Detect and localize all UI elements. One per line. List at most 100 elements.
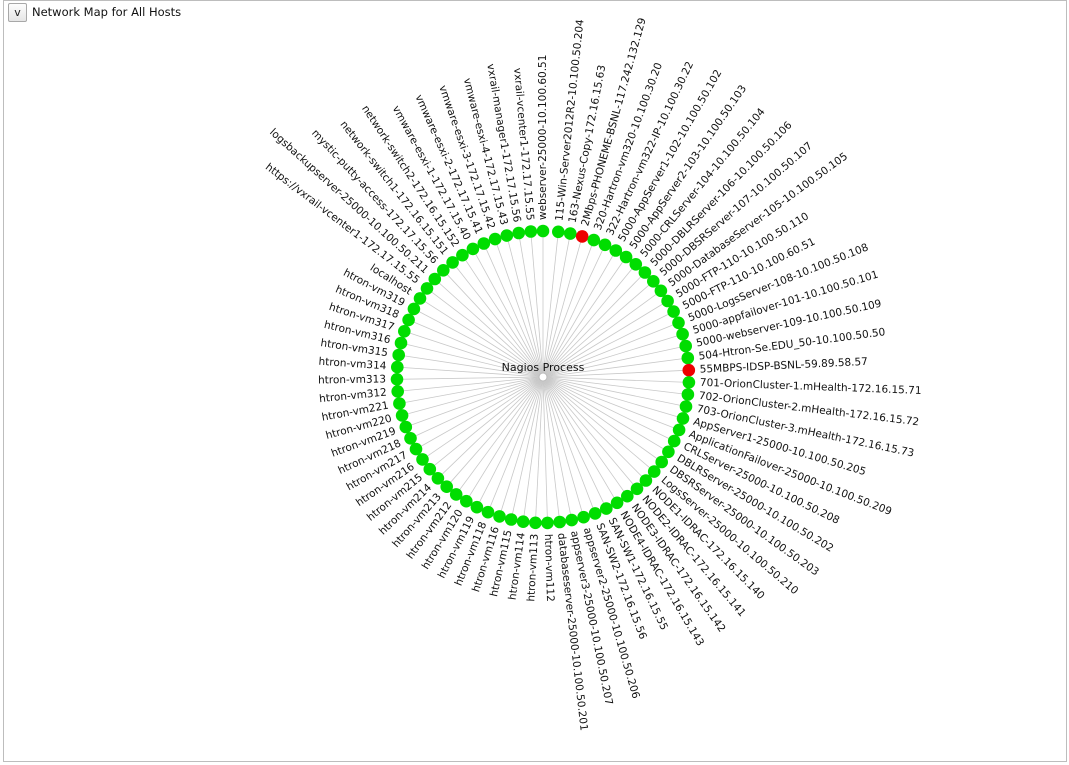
host-node-appserver1-25000-10-100-50-205[interactable] (676, 412, 690, 425)
host-node-htron-vm220[interactable] (395, 409, 409, 422)
host-node-htron-vm218[interactable] (404, 432, 417, 445)
center-node-icon[interactable] (538, 372, 548, 382)
host-node-node2-idrac-172-16-15-141[interactable] (630, 482, 644, 496)
host-node-htron-vm213[interactable] (440, 480, 454, 494)
host-node-node3-idrac-172-16-15-142[interactable] (621, 489, 634, 503)
spoke-line (542, 376, 647, 481)
host-node-5000-ftp-110-10-100-60-51[interactable] (667, 305, 680, 318)
host-node-htron-vm318[interactable] (402, 313, 415, 327)
spoke-line (443, 270, 544, 378)
host-node-5000-appserver1-102-10-100-50-102[interactable] (609, 244, 623, 257)
host-node-databaseserver-25000-10-100-50-201[interactable] (553, 515, 566, 529)
host-node-node1-idrac-172-16-15-140[interactable] (639, 474, 653, 487)
host-node-htron-vm216[interactable] (416, 453, 429, 466)
host-node-htron-vm113[interactable] (529, 516, 542, 530)
host-node-dblrserver-25000-10-100-50-202[interactable] (662, 445, 675, 459)
host-node-htron-vm112[interactable] (541, 516, 554, 530)
host-node-htron-vm319[interactable] (407, 302, 421, 316)
host-node-504-htron-se-edu-50-10-100-50-50[interactable] (681, 351, 695, 365)
host-node-5000-crlserver-104-10-100-50-104[interactable] (629, 258, 643, 271)
host-node-vmware-esxi-2-172-17-15-41[interactable] (477, 237, 491, 250)
host-node-appserver2-25000-10-100-50-206[interactable] (577, 510, 590, 524)
host-node-htron-vm115[interactable] (504, 513, 518, 526)
host-node-node4-idrac-172-16-15-143[interactable] (610, 496, 624, 510)
host-node-htron-vm312[interactable] (391, 385, 405, 398)
host-node-applicationfailover-25000-10-100-50-209[interactable] (672, 423, 686, 437)
host-node-htron-vm212[interactable] (449, 488, 463, 501)
host-node-vmware-esxi-4-172-17-15-43[interactable] (500, 229, 514, 242)
host-node-htron-vm317[interactable] (398, 325, 411, 338)
host-node-5000-dbsrserver-107-10-100-50-107[interactable] (647, 275, 660, 288)
host-node-crlserver-25000-10-100-50-208[interactable] (667, 434, 681, 448)
host-node-vxrail-vcenter1-172-17-15-55[interactable] (524, 225, 538, 238)
host-node-htron-vm219[interactable] (399, 420, 413, 434)
host-node-5000-databaseserver-105-10-100-50-105[interactable] (654, 284, 668, 298)
host-node-htron-vm315[interactable] (392, 348, 406, 362)
host-node-network-switch1-172-16-15-151[interactable] (446, 256, 459, 269)
host-node-5000-ftp-110-10-100-50-110[interactable] (661, 294, 674, 308)
host-node-htron-vm116[interactable] (493, 510, 506, 523)
spoke-line (426, 288, 544, 378)
collapse-toggle-button[interactable]: v (8, 3, 27, 22)
host-node-5000-dblrserver-106-10-100-50-106[interactable] (638, 266, 652, 279)
host-node-https-vxrail-vcenter1-172-17-15-55[interactable] (420, 282, 434, 295)
spoke-line (398, 354, 544, 378)
host-node-htron-vm316[interactable] (394, 336, 408, 350)
host-node-320-hartron-vm320-10-100-30-20[interactable] (587, 233, 601, 247)
host-node-dbsrserver-25000-10-100-50-203[interactable] (655, 455, 668, 469)
host-node-san-sw2-172-16-15-56[interactable] (588, 507, 602, 520)
center-label: Nagios Process (502, 361, 585, 374)
host-node-htron-vm114[interactable] (516, 515, 530, 528)
host-node-htron-vm214[interactable] (431, 472, 445, 485)
host-node-appserver3-25000-10-100-50-207[interactable] (565, 513, 578, 527)
spoke-line (530, 231, 544, 378)
host-node-mystic-putty-access-172-17-15-56[interactable] (437, 264, 450, 277)
host-label-htron-vm314[interactable]: htron-vm314 (318, 356, 387, 373)
host-node-htron-vm313[interactable] (390, 373, 404, 386)
host-node-5000-webserver-109-10-100-50-109[interactable] (679, 339, 692, 353)
host-node-115-win-server2012r2-10-100-50-204[interactable] (552, 225, 565, 239)
host-label-webserver-25000-10-100-60-51[interactable]: webserver-25000-10.100.60.51 (537, 55, 549, 220)
host-node-vxrail-manager1-172-17-15-56[interactable] (512, 226, 525, 240)
spoke-line (396, 376, 544, 380)
host-node-network-switch2-172-16-15-152[interactable] (456, 248, 469, 262)
host-node-701-orioncluster-1-mhealth-172-16-15-71[interactable] (682, 376, 696, 389)
host-node-webserver-25000-10-100-60-51[interactable] (536, 224, 550, 238)
spoke-line (522, 376, 544, 522)
host-node-5000-logsserver-108-10-100-50-108[interactable] (672, 316, 685, 330)
host-node-htron-vm118[interactable] (481, 505, 495, 519)
host-node-55mbps-idsp-bsnl-59-89-58-57[interactable] (682, 363, 696, 377)
spoke-line (542, 376, 638, 490)
host-node-2mbps-phoneme-bsnl-117-242-132-129[interactable] (575, 230, 589, 243)
host-node-703-orioncluster-3-mhealth-172-16-15-73[interactable] (679, 400, 693, 413)
spoke-line (455, 376, 544, 495)
host-label-htron-vm112[interactable]: htron-vm112 (542, 534, 556, 602)
spoke-line (542, 376, 573, 521)
host-node-vmware-esxi-1-172-17-15-40[interactable] (466, 242, 480, 256)
host-node-5000-appfailover-101-10-100-50-101[interactable] (676, 327, 689, 341)
spoke-line (542, 376, 680, 431)
host-node-322-hartron-vm322-ip-10-100-30-22[interactable] (598, 238, 612, 252)
nagios-process-node[interactable]: Nagios Process (502, 361, 585, 382)
host-node-vmware-esxi-3-172-17-15-42[interactable] (488, 232, 502, 246)
host-node-logsbackupserver-25000-10-100-50-211[interactable] (428, 272, 442, 286)
host-node-702-orioncluster-2-mhealth-172-16-15-72[interactable] (681, 388, 695, 401)
host-node-htron-vm314[interactable] (391, 360, 404, 374)
spoke-line (542, 250, 617, 378)
host-node-htron-vm221[interactable] (393, 397, 406, 410)
host-label-htron-vm313[interactable]: htron-vm313 (318, 373, 386, 386)
host-node-san-sw1-172-16-15-55[interactable] (600, 502, 613, 515)
host-node-htron-vm120[interactable] (460, 494, 473, 508)
spoke-line (542, 290, 662, 378)
host-node-163-nexus-copy-172-16-15-63[interactable] (564, 227, 577, 240)
host-label-htron-vm113[interactable]: htron-vm113 (525, 533, 541, 601)
spoke-line (542, 376, 561, 523)
host-node-logsserver-25000-10-100-50-210[interactable] (647, 465, 661, 478)
host-node-htron-vm217[interactable] (409, 442, 423, 456)
host-node-5000-appserver2-103-10-100-50-103[interactable] (619, 250, 633, 264)
host-node-htron-vm119[interactable] (470, 500, 484, 514)
host-node-htron-vm215[interactable] (423, 462, 437, 476)
spoke-line (400, 342, 544, 378)
host-node-localhost[interactable] (413, 292, 427, 305)
